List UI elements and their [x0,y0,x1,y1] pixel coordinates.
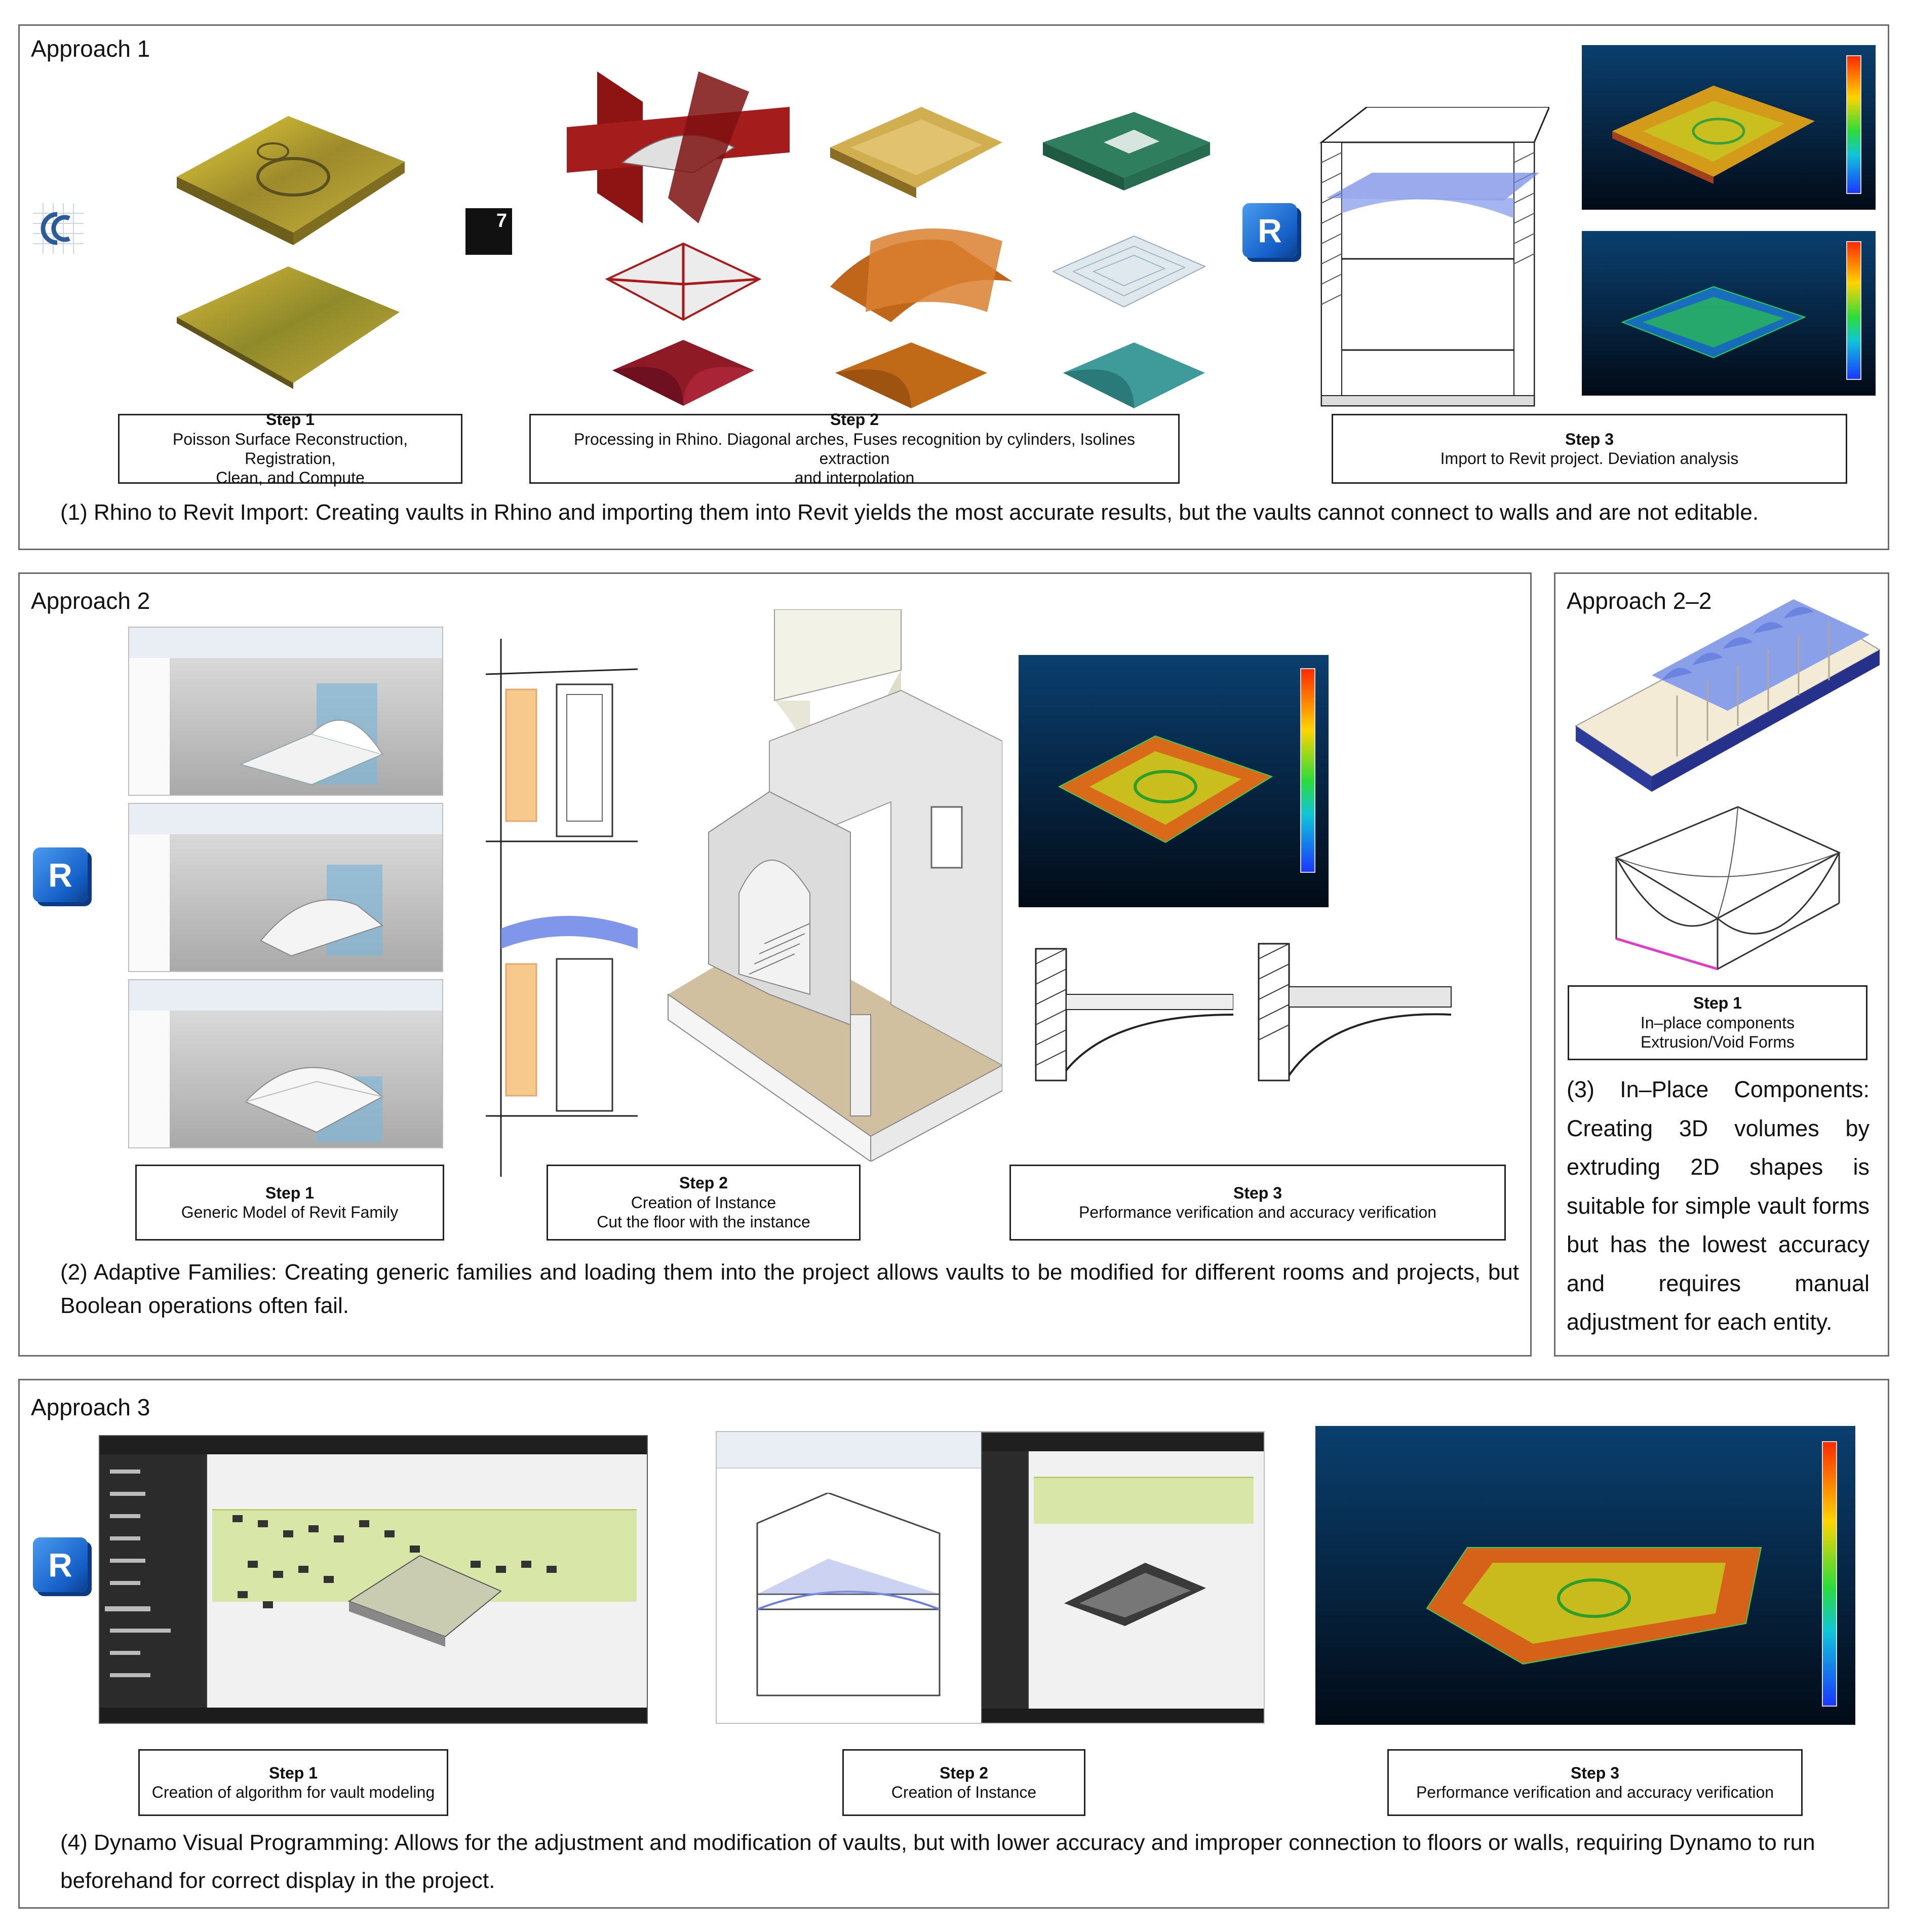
approach-1-caption: (1) Rhino to Revit Import: Creating vaul… [60,500,1759,525]
revit-logo-icon: R [33,1537,88,1592]
rhino-orange-plane-image [830,107,1002,198]
revit-logo-icon: R [1242,203,1297,258]
approach-1-panel: Approach 1 [18,24,1889,550]
approach-2-step-3-box: Step 3 Performance verification and accu… [1009,1165,1506,1241]
approach-2-step-1-box: Step 1 Generic Model of Revit Family [135,1165,444,1241]
color-scale-bar [1300,668,1315,873]
revit-section-view-image [1319,107,1549,407]
rhino-teal-vault-image [1063,342,1205,408]
approach-3-step-3-box: Step 3 Performance verification and accu… [1387,1749,1803,1816]
deviation-heatmap-bottom [1582,231,1876,396]
building-3d-model-image [1575,599,1881,792]
deviation-heatmap [1315,1426,1855,1725]
rhino-teal-slab-image [1043,112,1210,190]
step-description-line: Creation of Instance [631,1193,776,1212]
rhino-diagonal-arches-image [567,71,790,223]
step-description-line: In–place components [1640,1013,1795,1032]
step-title: Step 1 [1693,994,1742,1013]
step-description-line: Extrusion/Void Forms [1640,1033,1795,1052]
step-description-line: Creation of Instance [891,1783,1037,1801]
vault-detail-section-1-image [1031,944,1233,1086]
deviation-heatmap-top [1582,45,1876,210]
approach-2-2-caption: (3) In–Place Components: Creating 3D vol… [1567,1076,1870,1335]
approach-1-title: Approach 1 [31,35,150,62]
step-description-line: Creation of algorithm for vault modeling [151,1783,435,1801]
deviation-heatmap [1019,655,1329,907]
step-title: Step 3 [1570,1763,1620,1782]
approach-2-step-2-box: Step 2 Creation of Instance Cut the floo… [547,1165,861,1241]
step-description-line: Poisson Surface Reconstruction, Registra… [172,430,408,468]
step-title: Step 3 [1565,430,1614,448]
approach-1-step-2-box: Step 2 Processing in Rhino. Diagonal arc… [529,410,1180,487]
step-title: Step 1 [268,1763,318,1782]
revit-logo-icon: R [33,847,88,902]
dynamo-editor-screenshot [99,1435,648,1724]
cloudcompare-logo-icon [33,203,84,254]
rhino-isolines-image [1052,235,1206,308]
approach-3-caption: (4) Dynamo Visual Programming: Allows fo… [60,1830,1815,1893]
color-scale-bar [1846,241,1861,380]
step-description-line: Processing in Rhino. Diagonal arches, Fu… [573,430,1136,468]
approach-3-title: Approach 3 [31,1394,150,1420]
step-title: Step 2 [830,410,879,429]
approach-2-2-panel: Approach 2–2 Step 1 In–place components … [1554,572,1889,1357]
revit-dynamo-screenshot [716,1431,1265,1724]
extrusion-void-form-image [1614,806,1841,971]
rhino-7-logo-icon: 7 [465,208,512,255]
step-title: Step 2 [679,1174,728,1192]
revit-family-editor-screenshot-2 [128,803,443,972]
approach-1-step-3-box: Step 3 Import to Revit project. Deviatio… [1332,414,1847,484]
approach-3-panel: Approach 3 R [18,1379,1889,1909]
step-description-line: Performance verification and accuracy ve… [1416,1783,1774,1801]
approach-2-2-title: Approach 2–2 [1567,588,1712,614]
rhino-version-label: 7 [496,210,507,231]
step-title: Step 2 [939,1763,989,1782]
approach-2-panel: Approach 2 R [18,572,1532,1357]
point-cloud-top-image [177,116,405,245]
rhino-orange-cylinders-image [830,228,1013,322]
step-description-line: Clean, and Compute [216,469,365,487]
color-scale-bar [1822,1441,1837,1707]
step-description-line: Performance verification and accuracy ve… [1078,1203,1437,1221]
approach-2-2-step-1-box: Step 1 In–place components Extrusion/Voi… [1568,985,1867,1060]
mesh-surface-image [177,266,400,389]
step-title: Step 1 [265,1183,315,1202]
step-title: Step 1 [265,410,315,429]
rhino-red-arch-frame-image [605,242,762,321]
revit-family-editor-screenshot-3 [128,979,443,1148]
approach-1-step-1-box: Step 1 Poisson Surface Reconstruction, R… [118,410,462,487]
section-view-before-image [486,639,638,902]
section-view-after-image [486,898,638,1177]
approach-2-title: Approach 2 [31,588,150,614]
revit-room-3d-model-image [668,609,1002,1162]
revit-family-editor-screenshot-1 [128,627,443,796]
color-scale-bar [1846,55,1861,194]
rhino-orange-vault-image [835,342,987,408]
step-description-line: Import to Revit project. Deviation analy… [1440,449,1739,468]
vault-detail-section-2-image [1254,939,1456,1086]
rhino-red-vault-image [612,340,754,406]
step-title: Step 3 [1233,1183,1282,1202]
step-description-line: and interpolation [794,469,915,487]
approach-3-step-1-box: Step 1 Creation of algorithm for vault m… [138,1749,448,1816]
approach-2-caption: (2) Adaptive Families: Creating generic … [60,1260,1519,1318]
step-description-line: Cut the floor with the instance [597,1213,810,1231]
approach-3-step-2-box: Step 2 Creation of Instance [842,1749,1085,1816]
step-description-line: Generic Model of Revit Family [181,1203,399,1221]
